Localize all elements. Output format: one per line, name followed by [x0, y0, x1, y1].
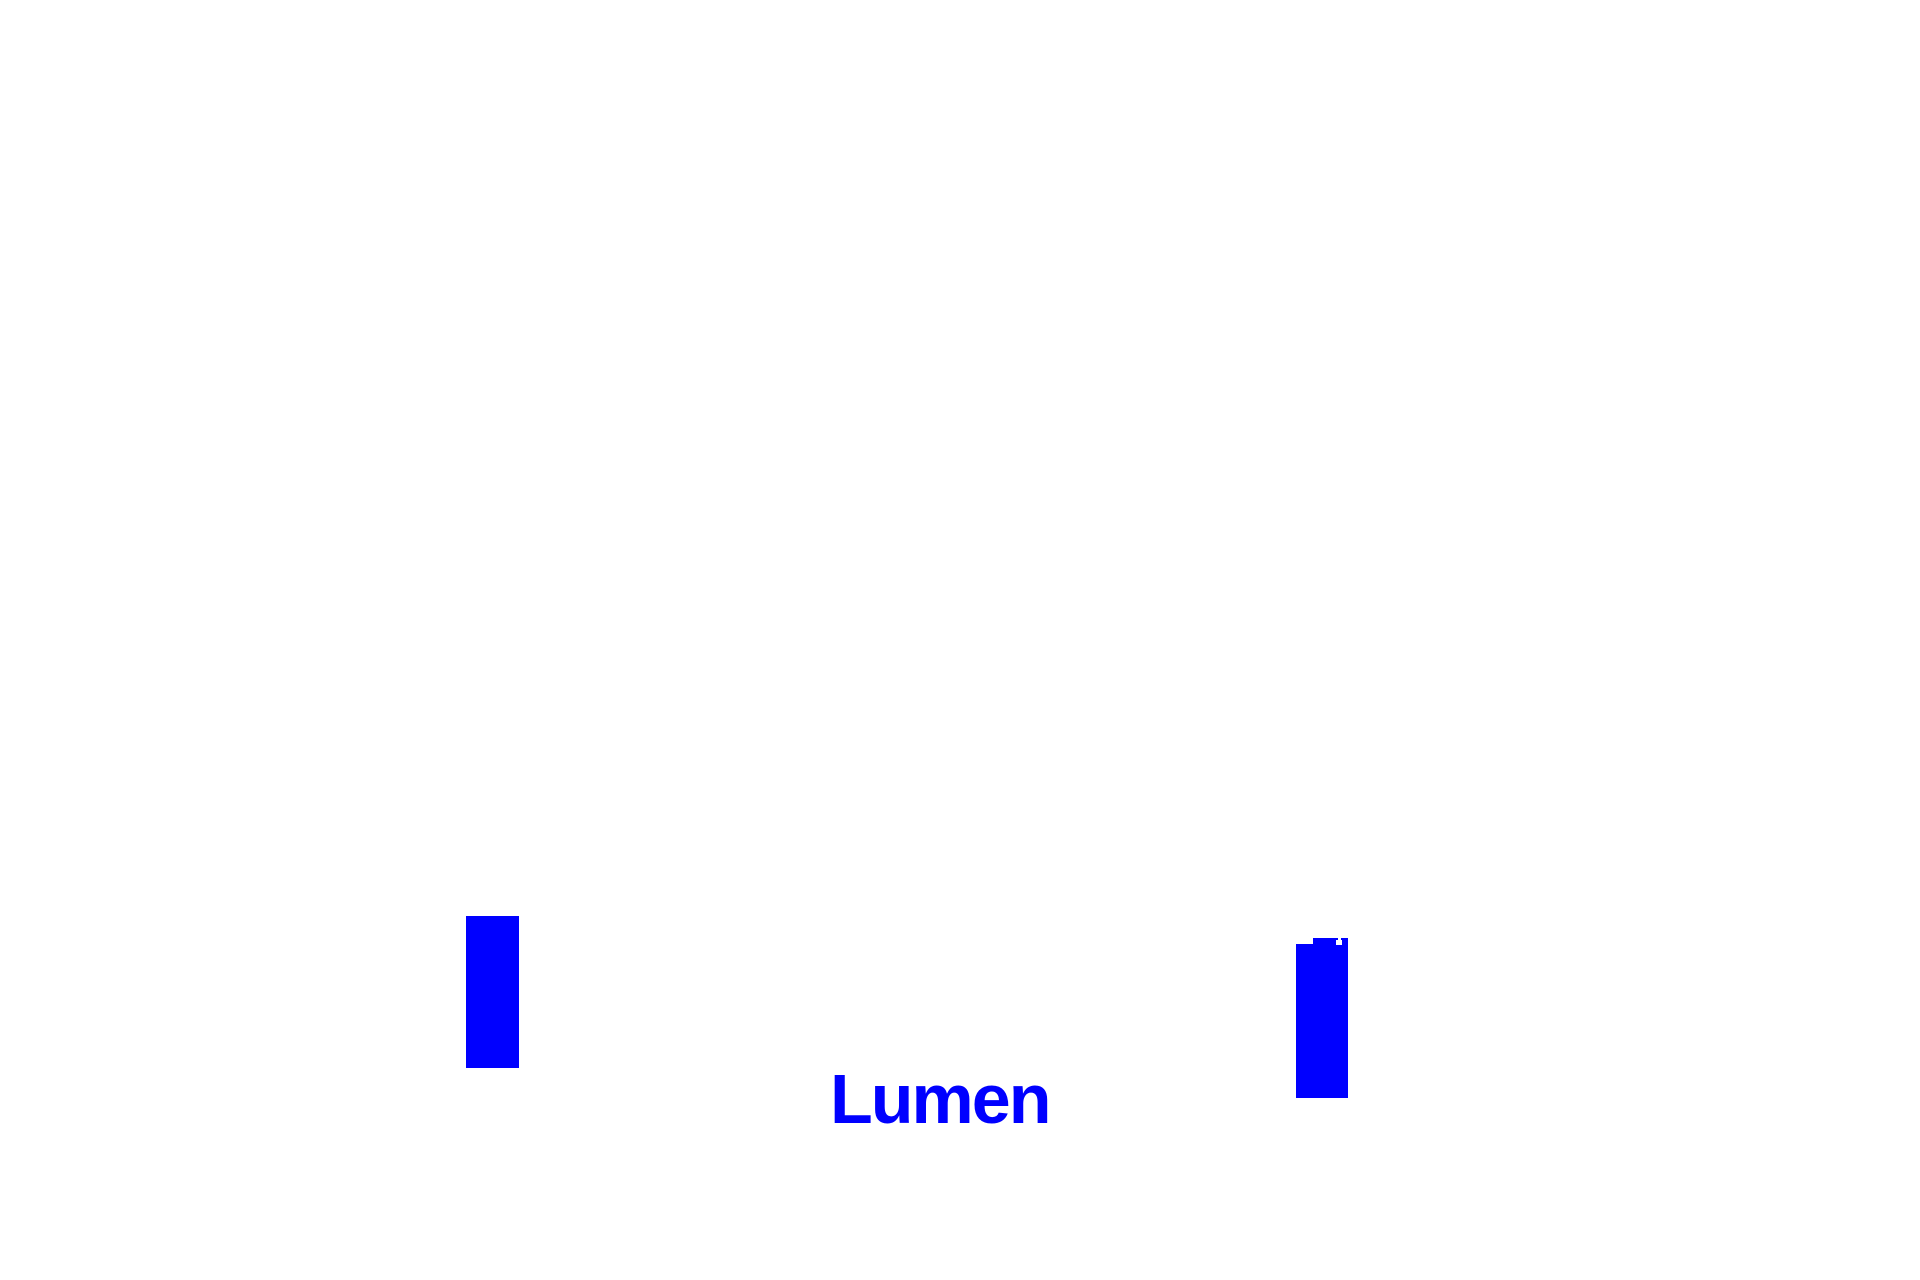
right-annotation-bar-cap [1313, 938, 1348, 945]
right-annotation-bar-main [1296, 944, 1348, 1098]
left-annotation-bar [466, 916, 519, 1068]
lumen-label: Lumen [830, 1060, 1051, 1138]
right-annotation-bar-notch-lower [1336, 940, 1342, 945]
right-annotation-bar-notch-upper [1338, 938, 1341, 940]
